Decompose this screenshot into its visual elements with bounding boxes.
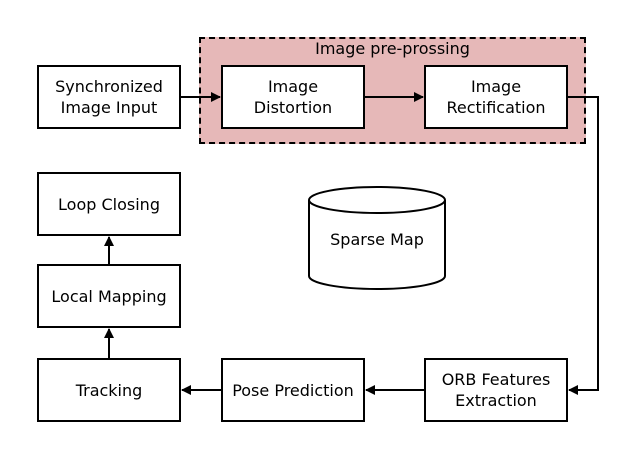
node-label-line: Image	[470, 77, 522, 96]
node-label-line: Extraction	[455, 391, 537, 410]
node-label-line: Image Input	[60, 98, 158, 117]
pose-prediction-node: Pose Prediction	[221, 358, 365, 422]
tracking-node: Tracking	[37, 358, 181, 422]
node-label: Tracking	[75, 380, 143, 400]
group-title: Image pre-prossing	[315, 39, 470, 58]
node-label-line: Distortion	[253, 98, 333, 117]
node-label: Local Mapping	[51, 286, 167, 306]
orb-features-extraction-node: ORB Features Extraction	[424, 358, 568, 422]
synchronized-image-input-node: Synchronized Image Input	[37, 65, 181, 129]
image-rectification-node: Image Rectification	[424, 65, 568, 129]
local-mapping-node: Local Mapping	[37, 264, 181, 328]
loop-closing-node: Loop Closing	[37, 172, 181, 236]
node-label-line: ORB Features	[441, 370, 551, 389]
node-label-line: Image	[267, 77, 319, 96]
node-label-line: Synchronized	[55, 77, 163, 96]
image-distortion-node: Image Distortion	[221, 65, 365, 129]
node-label: Pose Prediction	[232, 380, 354, 400]
sparse-map-label: Sparse Map	[330, 230, 424, 249]
node-label-line: Rectification	[446, 98, 546, 117]
node-label: Loop Closing	[58, 194, 160, 214]
